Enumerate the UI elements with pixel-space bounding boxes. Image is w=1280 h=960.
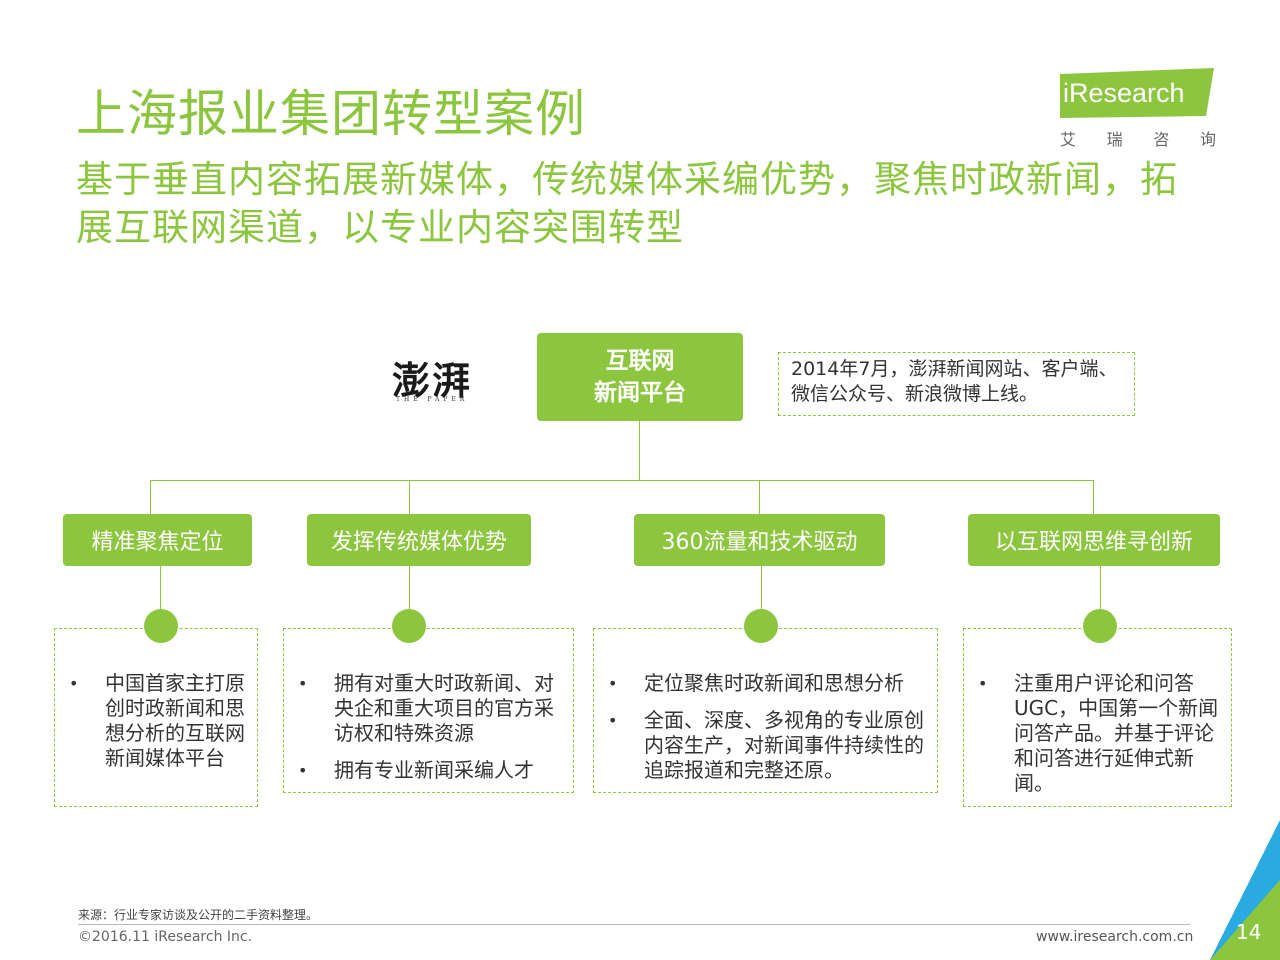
connector-cat-3 [759, 480, 760, 514]
footer-divider [78, 924, 1190, 925]
list-item: 全面、深度、多视角的专业原创内容生产，对新闻事件持续性的追踪报道和完整还原。 [608, 708, 927, 783]
source-note: 来源：行业专家访谈及公开的二手资料整理。 [78, 908, 319, 922]
list-item: 注重用户评论和问答UGC，中国第一个新闻问答产品。并基于评论和问答进行延伸式新闻… [978, 671, 1221, 796]
connector-dot-4 [1100, 566, 1101, 611]
logo-tagline: 艾 瑞 咨 询 [1060, 130, 1216, 149]
the-paper-logo: 澎湃 [392, 358, 473, 403]
node-dot-1 [144, 609, 178, 643]
detail-card-3: 定位聚焦时政新闻和思想分析 全面、深度、多视角的专业原创内容生产，对新闻事件持续… [593, 628, 938, 793]
center-node-line1: 互联网 [605, 348, 675, 374]
category-traditional-media-advantage: 发挥传统媒体优势 [307, 514, 531, 566]
website-url: www.iresearch.com.cn [1036, 929, 1194, 945]
category-traffic-tech-driven: 360流量和技术驱动 [634, 514, 885, 566]
center-node-line2: 新闻平台 [594, 380, 686, 406]
detail-card-1: 中国首家主打原创时政新闻和思想分析的互联网新闻媒体平台 [54, 628, 258, 807]
connector-center-down [639, 421, 640, 480]
detail-card-2: 拥有对重大时政新闻、对央企和重大项目的官方采访权和特殊资源 拥有专业新闻采编人才 [283, 628, 574, 793]
list-item: 中国首家主打原创时政新闻和思想分析的互联网新闻媒体平台 [69, 671, 247, 771]
logo-brand: iResearch [1063, 78, 1185, 108]
the-paper-logo-sub: THE PAPER [396, 396, 469, 403]
node-dot-2 [392, 609, 426, 643]
category-internet-innovation: 以互联网思维寻创新 [968, 514, 1220, 566]
connector-cat-1 [150, 480, 151, 514]
category-precise-positioning: 精准聚焦定位 [63, 514, 252, 566]
node-dot-4 [1083, 609, 1117, 643]
launch-note: 2014年7月，澎湃新闻网站、客户端、微信公众号、新浪微博上线。 [778, 352, 1135, 416]
list-item: 拥有对重大时政新闻、对央企和重大项目的官方采访权和特殊资源 [298, 671, 563, 746]
list-item: 定位聚焦时政新闻和思想分析 [608, 671, 927, 696]
connector-dot-1 [160, 566, 161, 611]
node-dot-3 [744, 609, 778, 643]
detail-card-4: 注重用户评论和问答UGC，中国第一个新闻问答产品。并基于评论和问答进行延伸式新闻… [963, 628, 1232, 807]
connector-dot-2 [409, 566, 410, 611]
iresearch-logo [1060, 68, 1214, 118]
page-title: 上海报业集团转型案例 [76, 85, 586, 143]
copyright: ©2016.11 iResearch Inc. [78, 929, 253, 945]
list-item: 拥有专业新闻采编人才 [298, 758, 563, 783]
corner-decoration [1210, 820, 1280, 960]
connector-cat-2 [409, 480, 410, 514]
center-node: 互联网 新闻平台 [537, 333, 743, 421]
connector-horizontal [150, 480, 1093, 481]
page-number: 14 [1236, 920, 1262, 944]
page-subtitle: 基于垂直内容拓展新媒体，传统媒体采编优势，聚焦时政新闻，拓展互联网渠道，以专业内… [76, 158, 1178, 249]
connector-dot-3 [761, 566, 762, 611]
connector-cat-4 [1093, 480, 1094, 514]
